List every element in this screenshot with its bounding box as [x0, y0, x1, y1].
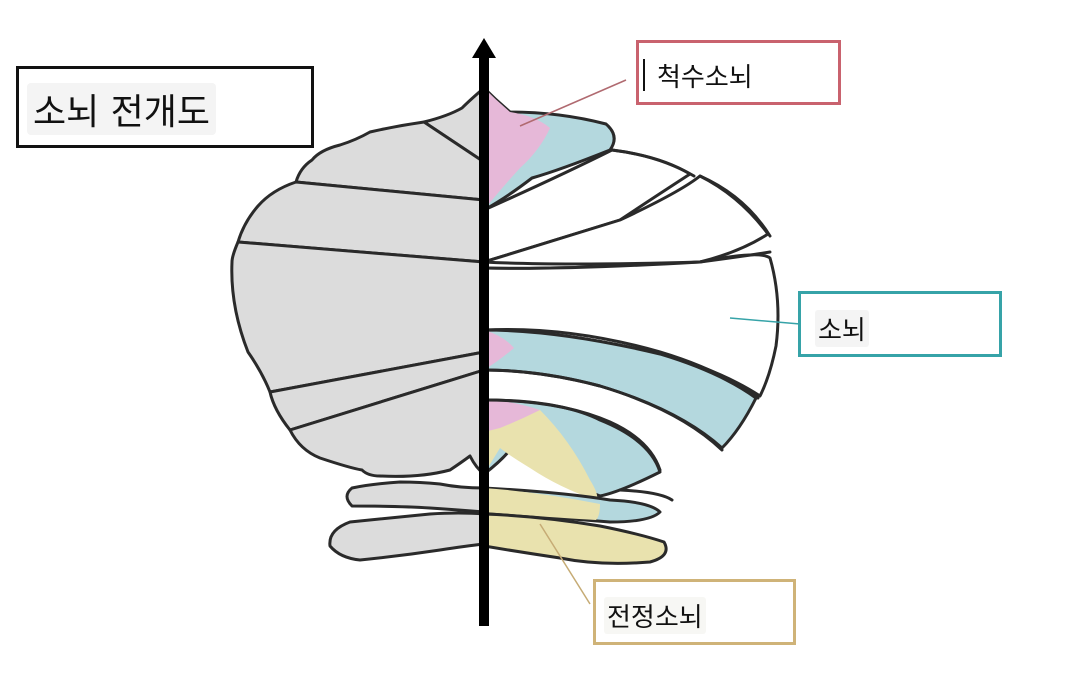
left-lobules	[230, 86, 486, 562]
label-vestibulocerebellum: 전정소뇌	[604, 597, 706, 634]
nodulus-left	[328, 511, 486, 562]
fissure-lines	[482, 148, 772, 502]
label-cerebrocerebellum: 소뇌	[815, 310, 869, 347]
flocculus-left	[345, 480, 486, 514]
label-box-spinocerebellum: 척수소뇌	[636, 40, 841, 105]
pointer-vestibulocerebellum	[539, 523, 591, 605]
page-title: 소뇌 전개도	[27, 83, 217, 135]
lobule-4-left	[230, 240, 486, 394]
label-spinocerebellum: 척수소뇌	[657, 63, 753, 93]
label-box-vestibulocerebellum: 전정소뇌	[593, 579, 796, 645]
lobule-2-left	[294, 120, 486, 202]
midline-arrow	[472, 38, 496, 626]
pointer-cerebrocerebellum	[729, 317, 801, 325]
title-box: 소뇌 전개도	[16, 66, 314, 148]
lobule-6-left	[288, 368, 486, 478]
lobule-3-left	[236, 180, 486, 264]
right-lobules	[484, 86, 780, 565]
lobule-top-left	[422, 86, 486, 164]
label-box-cerebrocerebellum: 소뇌	[798, 291, 1002, 357]
cursor-mark	[643, 59, 645, 91]
pointer-spinocerebellum	[519, 79, 627, 127]
